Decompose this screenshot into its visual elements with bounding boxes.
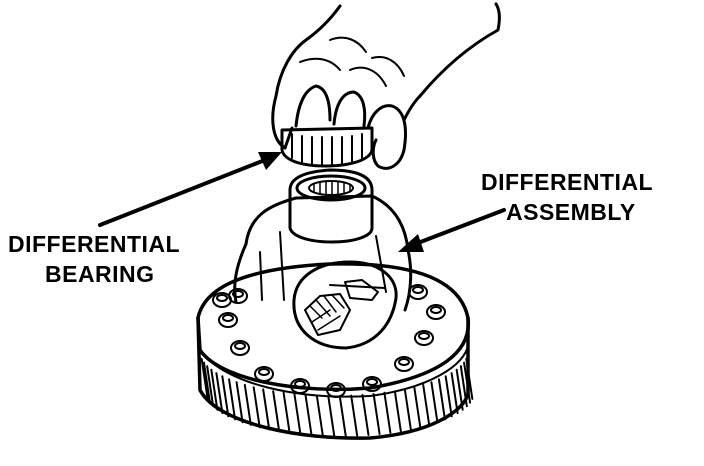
bearing-leader-arrow xyxy=(98,156,272,227)
differential-bearing xyxy=(280,126,374,168)
ring-gear-teeth xyxy=(200,357,474,437)
differential-bearing-label: DIFFERENTIAL BEARING xyxy=(8,229,180,289)
assembly-label-line2: ASSEMBLY xyxy=(506,199,636,225)
ring-gear xyxy=(196,262,474,440)
assembly-label-line1: DIFFERENTIAL xyxy=(481,169,654,195)
bearing-arrow-head xyxy=(258,152,282,170)
assembly-leader-arrow xyxy=(408,208,506,248)
bearing-label-line1: DIFFERENTIAL xyxy=(8,231,181,257)
bearing-label-line2: BEARING xyxy=(45,261,155,287)
assembly-arrow-head xyxy=(398,234,424,252)
differential-assembly-label: DIFFERENTIAL ASSEMBLY xyxy=(481,167,653,227)
ring-gear-bolts xyxy=(212,284,446,398)
hand xyxy=(271,2,501,170)
differential-case xyxy=(233,168,413,350)
